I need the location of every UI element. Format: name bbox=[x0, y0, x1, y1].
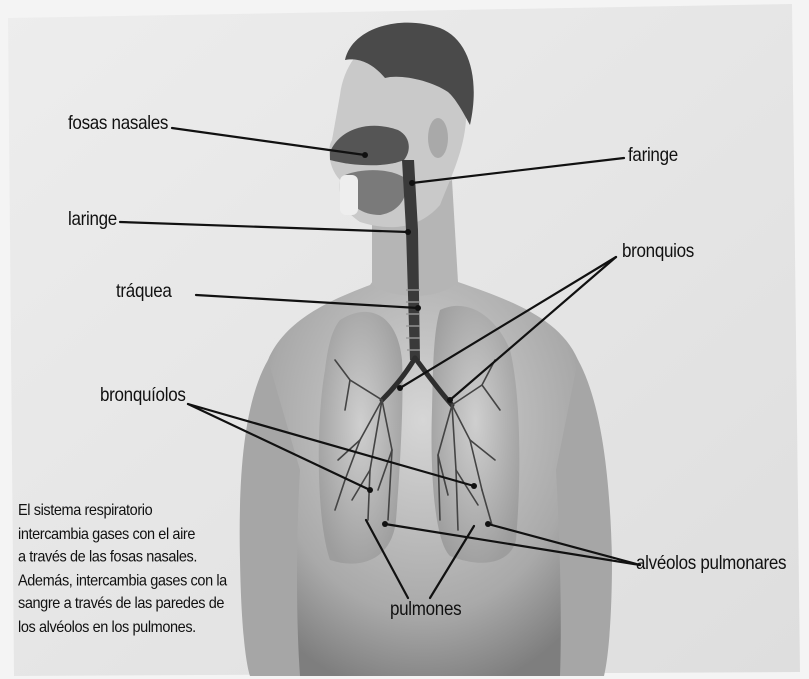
right-lung bbox=[432, 306, 520, 563]
caption-line: a través de las fosas nasales. bbox=[18, 546, 248, 569]
caption-line: los alvéolos en los pulmones. bbox=[18, 616, 248, 639]
label-faringe: faringe bbox=[628, 144, 678, 166]
label-pulmones: pulmones bbox=[390, 598, 461, 620]
label-alveolos-pulmonares: alvéolos pulmonares bbox=[636, 552, 786, 574]
teeth bbox=[340, 175, 358, 215]
ear bbox=[428, 118, 448, 158]
label-traquea: tráquea bbox=[116, 280, 172, 302]
caption-line: intercambia gases con el aire bbox=[18, 523, 248, 546]
label-fosas-nasales: fosas nasales bbox=[68, 112, 168, 134]
label-bronquiolos: bronquíolos bbox=[100, 384, 186, 406]
caption-line: El sistema respiratorio bbox=[18, 500, 248, 523]
caption-text: El sistema respiratorio intercambia gase… bbox=[18, 500, 248, 639]
caption-line: sangre a través de las paredes de bbox=[18, 593, 248, 616]
label-bronquios: bronquios bbox=[622, 240, 694, 262]
label-laringe: laringe bbox=[68, 208, 117, 230]
caption-line: Además, intercambia gases con la bbox=[18, 570, 248, 593]
